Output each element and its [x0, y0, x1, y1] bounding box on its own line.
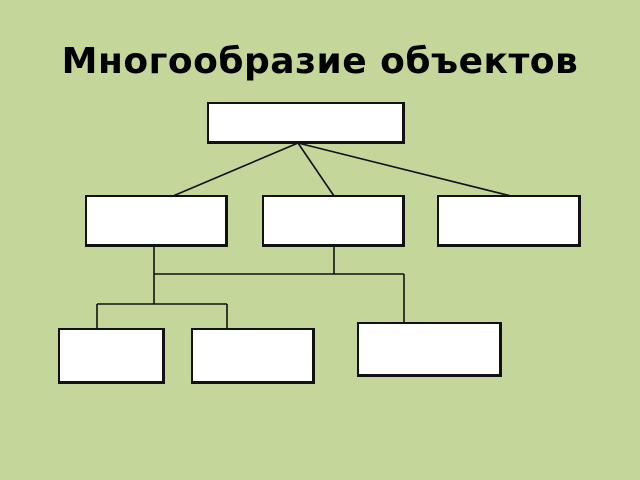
- level3-box-2: [191, 328, 315, 384]
- level2-box-2: [262, 195, 405, 247]
- level2-box-3: [437, 195, 581, 247]
- slide-title: Многообразие объектов: [61, 41, 579, 82]
- level3-box-1: [58, 328, 165, 384]
- connector-root-to-box-2: [297, 142, 335, 197]
- root-box: [207, 102, 405, 144]
- connector-root-to-box-3: [297, 142, 512, 197]
- level2-box-1: [85, 195, 228, 247]
- connector-root-to-box-1: [172, 142, 299, 197]
- level3-box-3: [357, 322, 502, 377]
